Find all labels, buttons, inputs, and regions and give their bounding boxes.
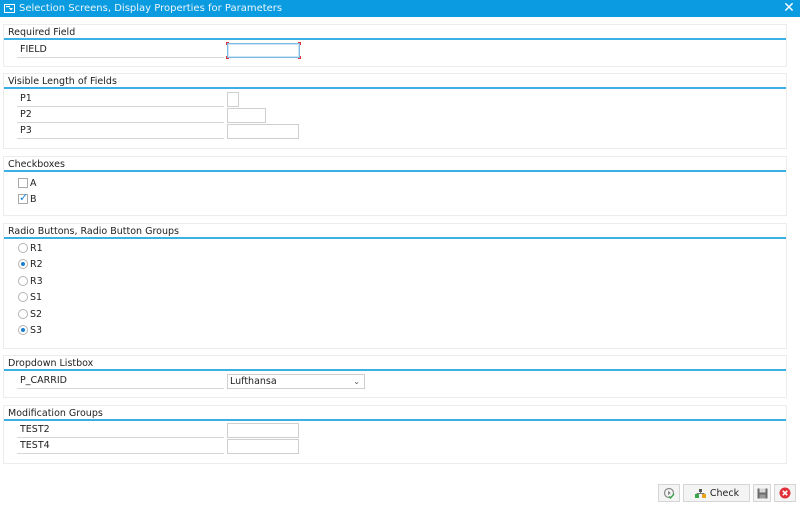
group-title: Visible Length of Fields (4, 74, 786, 89)
group-dropdown: Dropdown Listbox P_CARRID Lufthansa ⌄ (3, 355, 787, 398)
chevron-down-icon[interactable]: ⌄ (353, 377, 360, 386)
required-marker-icon (298, 56, 301, 59)
radio-s2[interactable]: S2 (18, 307, 42, 321)
required-marker-icon (226, 42, 229, 45)
check-button[interactable]: Check (683, 484, 750, 502)
close-icon[interactable]: ✕ (783, 0, 795, 16)
group-title: Modification Groups (4, 406, 786, 421)
cancel-button[interactable] (774, 484, 796, 502)
radio-unselected-icon[interactable] (18, 292, 28, 302)
radio-label: R2 (30, 258, 43, 270)
group-visible-length: Visible Length of Fields P1 P2 P3 (3, 73, 787, 149)
required-marker-icon (226, 56, 229, 59)
p3-input[interactable] (227, 124, 299, 139)
radio-label: S1 (30, 291, 43, 303)
radio-label: S3 (30, 324, 43, 336)
field-label: P2 (17, 108, 224, 123)
field-label: P_CARRID (17, 374, 224, 389)
field-label: P3 (17, 124, 224, 139)
checkbox-unchecked-icon[interactable] (18, 178, 28, 188)
checkbox-a[interactable]: A (18, 176, 37, 190)
radio-unselected-icon[interactable] (18, 276, 28, 286)
check-hierarchy-icon (694, 488, 706, 498)
p1-input[interactable] (227, 92, 239, 107)
radio-unselected-icon[interactable] (18, 243, 28, 253)
group-title: Dropdown Listbox (4, 356, 786, 371)
group-modification: Modification Groups TEST2 TEST4 (3, 405, 787, 464)
radio-s1[interactable]: S1 (18, 290, 42, 304)
radio-label: R3 (30, 275, 43, 287)
save-icon (757, 488, 767, 498)
group-title: Radio Buttons, Radio Button Groups (4, 224, 786, 239)
check-label: Check (709, 487, 740, 499)
title-bar: Selection Screens, Display Properties fo… (0, 0, 800, 17)
radio-r3[interactable]: R3 (18, 274, 43, 288)
checkbox-checked-icon[interactable]: ✓ (18, 191, 29, 204)
radio-s3[interactable]: S3 (18, 323, 42, 337)
field-input[interactable] (227, 43, 300, 58)
cancel-icon (779, 487, 791, 499)
save-button[interactable] (753, 484, 771, 502)
group-radio-buttons: Radio Buttons, Radio Button Groups R1 R2… (3, 223, 787, 349)
test2-input[interactable] (227, 423, 299, 438)
dropdown-value: Lufthansa (230, 376, 277, 387)
group-title: Required Field (4, 25, 786, 40)
p2-input[interactable] (227, 108, 266, 123)
radio-selected-icon[interactable] (18, 259, 28, 269)
group-checkboxes: Checkboxes A ✓ B (3, 156, 787, 216)
window-title: Selection Screens, Display Properties fo… (19, 3, 283, 14)
radio-label: R1 (30, 242, 43, 254)
radio-r1[interactable]: R1 (18, 241, 43, 255)
group-required-field: Required Field FIELD (3, 24, 787, 67)
field-label: TEST2 (17, 423, 224, 438)
radio-r2[interactable]: R2 (18, 257, 43, 271)
field-label: TEST4 (17, 439, 224, 454)
radio-label: S2 (30, 308, 43, 320)
checkbox-b[interactable]: ✓ B (18, 192, 37, 206)
group-title: Checkboxes (4, 157, 786, 172)
footer-toolbar: Check (0, 484, 800, 502)
field-label: FIELD (17, 43, 224, 58)
required-marker-icon (298, 42, 301, 45)
test4-input[interactable] (227, 439, 299, 454)
execute-button[interactable] (658, 484, 680, 502)
checkbox-label: B (30, 193, 37, 205)
field-label: P1 (17, 92, 224, 107)
checkbox-label: A (30, 177, 37, 189)
screen-icon (4, 4, 15, 13)
radio-unselected-icon[interactable] (18, 309, 28, 319)
execute-icon (663, 487, 675, 499)
radio-selected-icon[interactable] (18, 325, 28, 335)
carrier-dropdown[interactable]: Lufthansa ⌄ (227, 374, 365, 389)
